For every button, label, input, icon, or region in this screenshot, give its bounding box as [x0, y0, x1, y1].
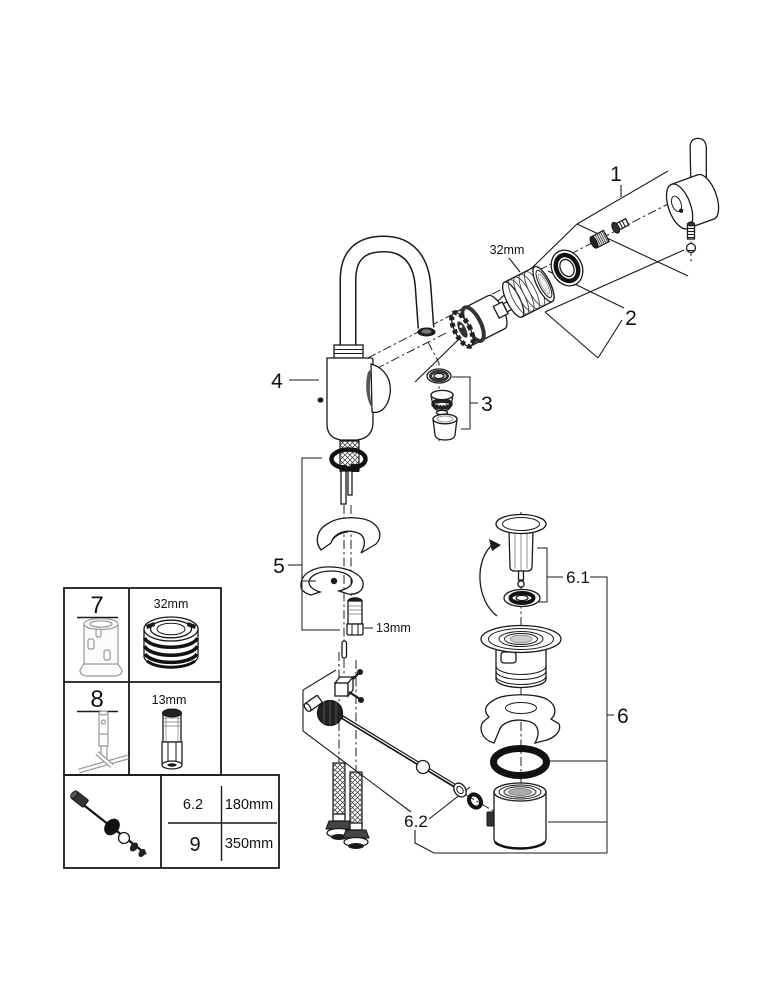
- ring-size-label: 32mm: [490, 243, 525, 257]
- supply-tube: [347, 470, 353, 496]
- callout-labels: 1 2 3 4 5 6 6.1 6.2 32mm 13mm: [271, 163, 637, 831]
- shank-o-ring: [329, 447, 368, 471]
- length-ref-9: 9: [189, 834, 200, 856]
- rod-seal-ring: [466, 792, 484, 810]
- tool-7-number: 7: [90, 592, 103, 619]
- length-value-62: 180mm: [225, 797, 273, 813]
- mounting-stud-13mm: [346, 597, 364, 636]
- parts-table: 7 32mm 8 13mm 6.2 180mm 9 350mm: [63, 587, 280, 869]
- tool-7-socket-drawing: [79, 617, 123, 677]
- callout-lattice: [414, 170, 689, 383]
- callout-6-label: 6: [617, 705, 629, 728]
- faucet-body: [289, 235, 436, 505]
- pull-rod: [341, 640, 348, 659]
- tool-8-twrench-drawing: [78, 710, 129, 774]
- callout-4-label: 4: [271, 370, 283, 393]
- tool-8-size: 13mm: [152, 693, 187, 707]
- rod-plug: [303, 694, 323, 713]
- handle-screw: [686, 221, 696, 240]
- ring-32mm-drawing: [142, 616, 200, 669]
- body-shell: [326, 357, 374, 441]
- plug-seal-ring: [503, 588, 541, 608]
- cap-ring: [550, 249, 584, 287]
- callout-6-1-label: 6.1: [566, 568, 590, 587]
- horizontal-rod: [340, 715, 462, 791]
- tool-7-size: 32mm: [154, 597, 189, 611]
- horseshoe-bracket: [300, 566, 364, 596]
- aerator-assembly: [426, 368, 478, 441]
- spout-collar: [333, 344, 364, 359]
- callout-6-2-label: 6.2: [404, 812, 428, 831]
- supply-tube: [340, 470, 347, 505]
- rotate-arrow: [479, 539, 501, 617]
- dome-nut: [685, 242, 697, 254]
- handle-mount-hump: [370, 363, 391, 414]
- popup-rod-assembly: [302, 640, 607, 854]
- tool-8-number: 8: [90, 686, 103, 713]
- drain-assembly: [479, 513, 614, 853]
- handle-fixing-screw: [611, 217, 630, 234]
- rod-joint-cube: [333, 669, 364, 703]
- plastic-wedge: [316, 517, 381, 554]
- cartridge-assembly: [449, 217, 630, 349]
- supply-hose: [342, 771, 370, 849]
- callout-1-label: 1: [610, 163, 622, 186]
- spout-fill: [341, 236, 433, 364]
- adapter-nut: [589, 229, 610, 249]
- rod-o-ring: [453, 782, 467, 798]
- ceramic-cartridge: [449, 294, 517, 349]
- aerator-washer: [426, 368, 452, 384]
- callout-2-label: 2: [625, 307, 637, 330]
- rod-kit-drawing: [70, 790, 147, 857]
- length-ref-62: 6.2: [183, 797, 203, 813]
- handle-assembly: [665, 137, 720, 254]
- aerator-insert: [430, 389, 454, 416]
- drain-top-body: [480, 624, 562, 689]
- stud-size-label: 13mm: [376, 621, 411, 635]
- drain-o-ring: [490, 745, 550, 779]
- callout-3-label: 3: [481, 393, 493, 416]
- mounting-ring-32mm: [501, 265, 555, 318]
- callout-5-label: 5: [273, 555, 285, 578]
- drain-clamp-wedge: [480, 694, 561, 744]
- temp-indicator-dot: [317, 397, 324, 403]
- supply-hose: [325, 762, 353, 840]
- length-value-9: 350mm: [225, 836, 273, 852]
- table-box-lower: [63, 774, 280, 869]
- aerator-housing: [432, 413, 458, 441]
- drain-plug: [495, 513, 547, 588]
- lever-handle: [665, 137, 720, 230]
- stud-13mm-drawing: [161, 708, 183, 770]
- mounting-assembly: [288, 457, 381, 636]
- knurled-knob: [316, 699, 344, 727]
- drain-cup: [486, 782, 547, 850]
